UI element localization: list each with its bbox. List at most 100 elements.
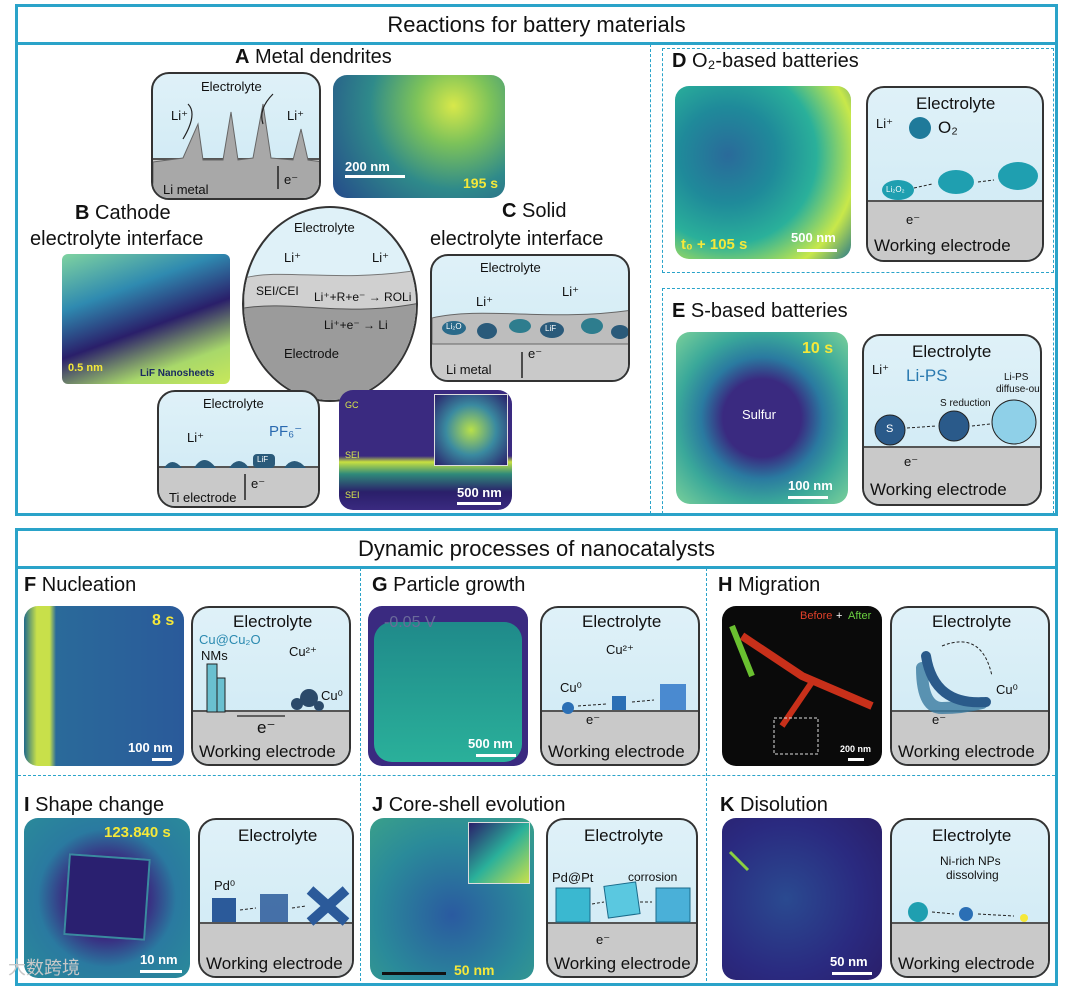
divider-D-box bbox=[662, 48, 1054, 273]
D-time-label: t₀ + 105 s bbox=[681, 236, 748, 253]
center-li-label-2: Li⁺ bbox=[372, 250, 389, 265]
F-cu2-label: Cu²⁺ bbox=[289, 644, 317, 659]
watermark-text: 大数跨境 bbox=[8, 958, 80, 978]
J-pd-pt-label: Pd@Pt bbox=[552, 870, 594, 885]
panel-E-micrograph: 10 s Sulfur 100 nm bbox=[676, 332, 848, 504]
panel-I-scheme: Electrolyte Pd⁰ Working electrode bbox=[198, 818, 354, 978]
divider-vertical-top bbox=[650, 44, 651, 514]
I-pd0-label: Pd⁰ bbox=[214, 878, 236, 893]
F-nms-label: NMs bbox=[201, 648, 228, 663]
battery-section-title-text: Reactions for battery materials bbox=[387, 11, 686, 37]
divider-h bbox=[18, 775, 1055, 776]
panel-C-scheme: Electrolyte Li⁺ Li⁺ Li₂O LiF e⁻ Li metal bbox=[430, 254, 630, 382]
sei-scale-label: 500 nm bbox=[457, 485, 502, 500]
dendrites-graphic bbox=[153, 93, 319, 198]
J-scale-label: 50 nm bbox=[454, 962, 495, 978]
panel-B-title-2: electrolyte interface bbox=[30, 228, 204, 250]
E-time-label: 10 s bbox=[802, 340, 834, 357]
C-li2o-label: Li₂O bbox=[446, 322, 462, 331]
nanocatalyst-section-title-text: Dynamic processes of nanocatalysts bbox=[357, 535, 716, 561]
G-electrode-area bbox=[374, 622, 522, 762]
panel-K-scheme: Electrolyte Ni-rich NPs dissolving Worki… bbox=[890, 818, 1050, 978]
panel-I-title: I Shape change bbox=[24, 794, 165, 816]
sei-particles bbox=[432, 310, 628, 378]
H-e-label: e⁻ bbox=[932, 712, 947, 727]
migration-traces bbox=[729, 624, 874, 755]
H-after-label: After bbox=[848, 610, 872, 622]
D-o2-label: O₂ bbox=[938, 118, 958, 137]
A-scale-label: 200 nm bbox=[345, 159, 390, 174]
D-electrolyte-label: Electrolyte bbox=[916, 94, 996, 113]
F-time-label: 8 s bbox=[152, 612, 175, 629]
H-electrode-label: Working electrode bbox=[898, 742, 1035, 761]
nanocatalysts-section: Dynamic processes of nanocatalysts bbox=[15, 528, 1058, 986]
panel-H-micrograph: Before + After 200 nm bbox=[722, 606, 882, 766]
E-sulfur-label: Sulfur bbox=[742, 407, 776, 422]
H-electrolyte-label: Electrolyte bbox=[932, 612, 1012, 631]
panel-J-scheme: Electrolyte Pd@Pt corrosion e⁻ Working e… bbox=[546, 818, 698, 978]
migration-graphic bbox=[916, 641, 993, 715]
D-li-label: Li⁺ bbox=[876, 116, 893, 131]
G-cu2-label: Cu²⁺ bbox=[606, 642, 634, 657]
H-before-label: Before bbox=[800, 610, 833, 622]
pf6-e-label: e⁻ bbox=[251, 476, 266, 491]
panel-G-scheme: Electrolyte Cu²⁺ Cu⁰ e⁻ Working electrod… bbox=[540, 606, 700, 766]
pf6-ti-label: Ti electrode bbox=[169, 490, 237, 505]
C-lif-label: LiF bbox=[545, 324, 557, 333]
F-e-label: e⁻ bbox=[257, 718, 276, 737]
K-dissolving-label: dissolving bbox=[946, 868, 999, 882]
F-electrolyte-label: Electrolyte bbox=[233, 612, 313, 631]
C-li-metal-label: Li metal bbox=[446, 362, 492, 377]
center-reaction1-label: Li⁺+R+e⁻ → ROLi bbox=[314, 290, 412, 304]
I-scale-label: 10 nm bbox=[140, 952, 178, 967]
J-inset bbox=[468, 822, 530, 884]
watermark: 大数跨境 bbox=[8, 954, 80, 980]
D-scale-label: 500 nm bbox=[791, 230, 836, 245]
A-time-label: 195 s bbox=[463, 175, 499, 191]
G-voltage-label: -0.05 V bbox=[384, 614, 436, 631]
G-e-label: e⁻ bbox=[586, 712, 601, 727]
E-diffuse-out-label: diffuse-out bbox=[996, 384, 1042, 395]
G-scale-label: 500 nm bbox=[468, 736, 513, 751]
A-li-metal-label: Li metal bbox=[163, 182, 209, 197]
panel-C-title: C Solid bbox=[502, 200, 567, 222]
divider-v2 bbox=[706, 568, 707, 986]
pf6-li-label: Li⁺ bbox=[187, 430, 204, 445]
pf6-scheme: Electrolyte Li⁺ PF₆⁻ LiF e⁻ Ti electrode bbox=[157, 390, 320, 508]
panel-B-micrograph: 0.5 nm LiF Nanosheets bbox=[62, 254, 230, 384]
panel-F-scheme: Electrolyte Cu@Cu₂O NMs Cu²⁺ Cu⁰ e⁻ Work… bbox=[191, 606, 351, 766]
dissolution-graphic bbox=[908, 902, 1028, 922]
panel-F-micrograph: 8 s 100 nm bbox=[24, 606, 184, 766]
E-li-ps-diffuse-label: Li-PS bbox=[1004, 372, 1029, 383]
C-li-label-2: Li⁺ bbox=[562, 284, 579, 299]
panel-H-title: H Migration bbox=[718, 574, 821, 596]
E-e-label: e⁻ bbox=[904, 454, 919, 469]
o2-graphic bbox=[882, 117, 1038, 200]
J-electrolyte-label: Electrolyte bbox=[584, 826, 664, 845]
E-scale-label: 100 nm bbox=[788, 478, 833, 493]
F-scale-label: 100 nm bbox=[128, 740, 173, 755]
J-corrosion-label: corrosion bbox=[628, 870, 678, 884]
battery-materials-section: Reactions for battery materials bbox=[15, 4, 1058, 516]
E-electrolyte-label: Electrolyte bbox=[912, 342, 992, 361]
panel-A-micrograph: 200 nm 195 s bbox=[333, 75, 505, 198]
panel-H-scheme: Electrolyte Cu⁰ e⁻ Working electrode bbox=[890, 606, 1050, 766]
panel-E-scheme: Electrolyte Li⁺ Li-PS Li-PS diffuse-out … bbox=[862, 334, 1042, 506]
center-reaction2-label: Li⁺+e⁻ → Li bbox=[324, 318, 388, 332]
A-e-label: e⁻ bbox=[284, 172, 299, 187]
sei-label-1: SEI bbox=[345, 450, 360, 460]
A-li-label: Li⁺ bbox=[171, 108, 188, 123]
E-s-label: S bbox=[886, 423, 894, 435]
panel-A-scheme: Electrolyte Li⁺ Li⁺ Li metal e⁻ bbox=[151, 72, 321, 200]
C-e-label: e⁻ bbox=[528, 346, 543, 361]
panel-D-title: D O₂-based batteries bbox=[672, 50, 859, 72]
I-electrode-label: Working electrode bbox=[206, 954, 343, 973]
panel-K-micrograph: 50 nm bbox=[722, 818, 882, 980]
sei-label-2: SEI bbox=[345, 490, 360, 500]
K-ni-rich-label: Ni-rich NPs bbox=[940, 854, 1001, 868]
A-li-label-2: Li⁺ bbox=[287, 108, 304, 123]
pf6-particles bbox=[164, 454, 306, 500]
nanocatalyst-section-title: Dynamic processes of nanocatalysts bbox=[18, 531, 1055, 569]
pf6-electrolyte-label: Electrolyte bbox=[203, 396, 264, 411]
E-electrode-label: Working electrode bbox=[870, 480, 1007, 499]
